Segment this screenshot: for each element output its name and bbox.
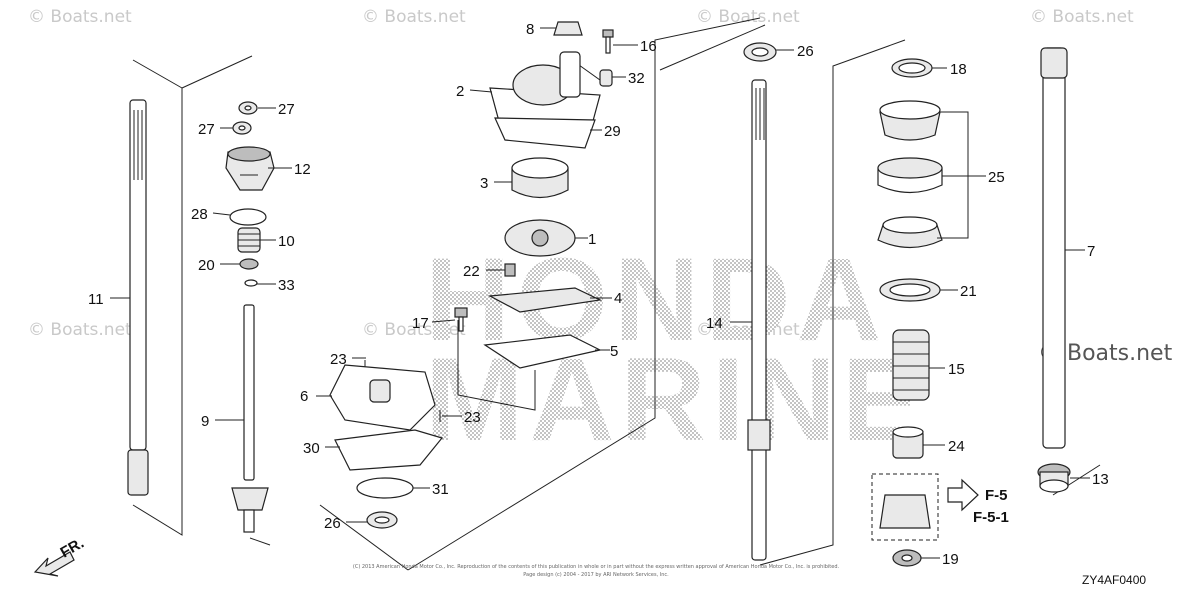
part-16-bolt — [602, 29, 614, 54]
watermark: © Boats.net — [28, 320, 132, 340]
callout-20: 20 — [198, 257, 215, 274]
callout-13: 13 — [1092, 471, 1109, 488]
watermark: © Boats.net — [696, 320, 800, 340]
part-30-gasket — [334, 429, 444, 471]
part-6-housing — [329, 364, 436, 431]
part-12-gear — [225, 146, 275, 191]
callout-26: 26 — [324, 515, 341, 532]
part-11-shaft — [127, 99, 149, 496]
callout-25: 25 — [988, 169, 1005, 186]
callout-23: 23 — [464, 409, 481, 426]
callout-21: 21 — [960, 283, 977, 300]
leader-lines — [110, 27, 1090, 559]
part-33-clip — [244, 279, 258, 287]
callout-8: 8 — [526, 21, 534, 38]
callout-18: 18 — [950, 61, 967, 78]
part-27-bushings — [232, 101, 258, 135]
reference-f5: F-5 — [985, 487, 1008, 504]
part-22-key — [504, 263, 516, 277]
watermark: © Boats.net — [362, 320, 466, 340]
diagram-code: ZY4AF0400 — [1082, 573, 1146, 587]
callout-19: 19 — [942, 551, 959, 568]
copyright-line-2: Page design (c) 2004 - 2017 by ARI Netwo… — [523, 572, 669, 578]
reference-arrow-icon — [947, 478, 979, 512]
front-direction-indicator: FR. — [33, 535, 87, 577]
part-13-grommet — [1037, 463, 1071, 493]
callout-5: 5 — [610, 343, 618, 360]
callout-24: 24 — [948, 438, 965, 455]
part-7-tube — [1040, 47, 1068, 449]
callout-30: 30 — [303, 440, 320, 457]
callout-29: 29 — [604, 123, 621, 140]
copyright-line-1: (C) 2013 American Honda Motor Co., Inc. … — [353, 564, 840, 570]
callout-10: 10 — [278, 233, 295, 250]
part-20-nut — [239, 258, 259, 270]
part-15-spring — [892, 329, 930, 401]
callout-33: 33 — [278, 277, 295, 294]
callout-14: 14 — [706, 315, 723, 332]
part-4-plate — [487, 287, 603, 313]
callout-27: 27 — [198, 121, 215, 138]
callout-27: 27 — [278, 101, 295, 118]
part-8-grommet — [553, 21, 583, 36]
callout-23: 23 — [330, 351, 347, 368]
part-18-bearing-race — [891, 58, 933, 78]
part-19-nut — [892, 549, 922, 567]
watermark: © Boats.net — [362, 7, 466, 27]
watermark: © Boats.net — [696, 7, 800, 27]
part-10-spring — [237, 227, 261, 253]
callout-2: 2 — [456, 83, 464, 100]
part-14-drive-shaft — [747, 79, 771, 561]
callout-7: 7 — [1087, 243, 1095, 260]
part-9-shaft — [231, 304, 269, 533]
callout-11: 11 — [88, 291, 104, 308]
part-21-shim — [879, 278, 941, 302]
part-25-bearing-set — [877, 100, 943, 249]
part-1-impeller — [504, 219, 576, 257]
callout-1: 1 — [588, 231, 596, 248]
part-24-needle-bearing — [892, 426, 924, 459]
callout-15: 15 — [948, 361, 965, 378]
part-26-oil-seal-lower — [366, 511, 398, 529]
part-17-bolt — [454, 307, 468, 332]
part-32-collar — [599, 69, 613, 87]
callout-labels: 1 2 3 4 5 6 7 8 9 10 11 12 13 14 15 16 1… — [88, 21, 1109, 568]
part-28-o-ring — [229, 208, 267, 226]
callout-9: 9 — [201, 413, 209, 430]
callout-12: 12 — [294, 161, 311, 178]
part-29-gasket — [494, 117, 596, 149]
callout-26: 26 — [797, 43, 814, 60]
callout-3: 3 — [480, 175, 488, 192]
watermark: © Boats.net — [1030, 7, 1134, 27]
callout-16: 16 — [640, 38, 657, 55]
reference-f5-1: F-5-1 — [973, 509, 1009, 526]
callout-17: 17 — [412, 315, 429, 332]
callout-32: 32 — [628, 70, 645, 87]
watermark: © Boats.net — [28, 7, 132, 27]
part-pinion-gear-reference — [871, 473, 939, 541]
part-31-o-ring — [356, 477, 414, 499]
callout-31: 31 — [432, 481, 449, 498]
part-26-oil-seal-upper — [743, 42, 777, 62]
front-arrow-icon — [33, 551, 75, 577]
callout-28: 28 — [191, 206, 208, 223]
callout-6: 6 — [300, 388, 308, 405]
callout-22: 22 — [463, 263, 480, 280]
callout-4: 4 — [614, 290, 622, 307]
part-3-impeller-housing-insert — [511, 157, 569, 199]
